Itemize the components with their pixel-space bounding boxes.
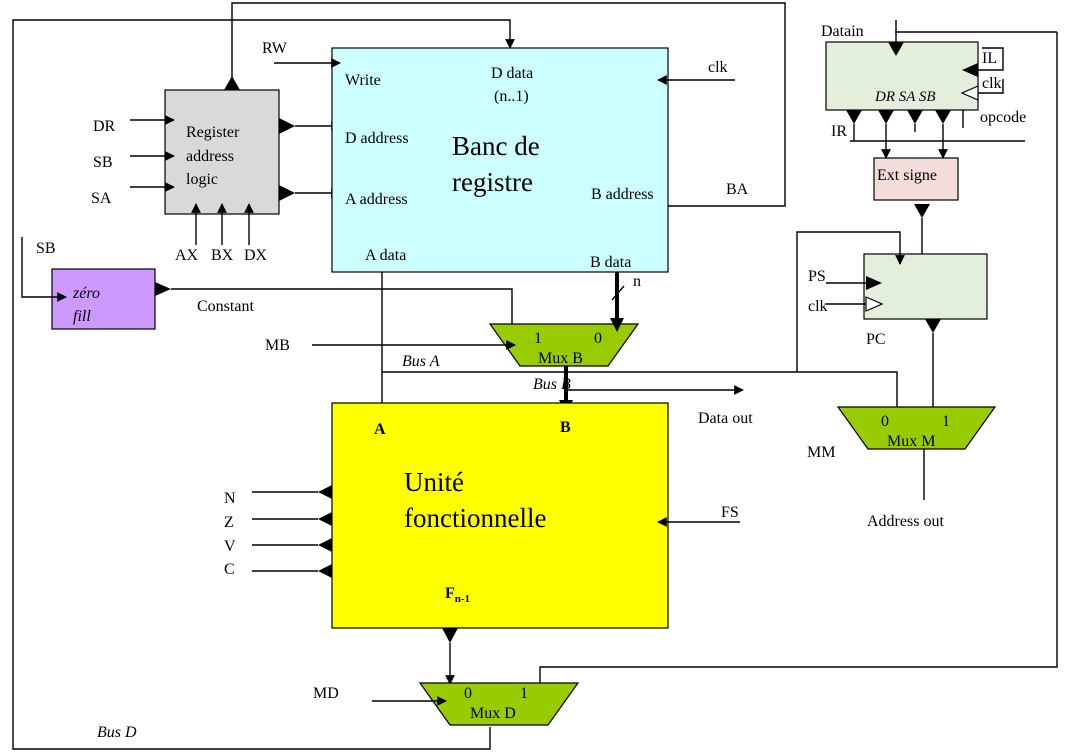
pc-label: PC — [866, 331, 886, 348]
address-out-label: Address out — [867, 513, 944, 530]
b-data-port-label: B data — [590, 254, 631, 271]
ir-clk-wire — [978, 79, 1004, 94]
ps-arrow-head — [866, 276, 882, 290]
address-logic-outputs — [279, 118, 341, 201]
mux-d-shape — [418, 682, 580, 726]
address-logic-label-1: Register — [186, 124, 240, 141]
mux-b-in1: 1 — [534, 330, 542, 347]
ir-label: IR — [831, 123, 847, 140]
zero-fill-label-1: zéro — [72, 285, 100, 302]
instruction-register-box — [825, 41, 979, 111]
mux-d-in1: 1 — [520, 685, 528, 702]
il-label: IL — [982, 50, 997, 67]
write-port-label: Write — [345, 72, 381, 89]
flag-n-label: N — [224, 490, 236, 507]
bus-d-wires — [12, 19, 1058, 750]
mux-m-in0: 0 — [881, 413, 889, 430]
bus-a-wire — [377, 272, 902, 417]
register-address-logic-box — [164, 89, 280, 215]
il-arrow-head — [962, 63, 978, 77]
constant-wire — [171, 288, 517, 337]
ext-sign-output-arrow — [914, 204, 930, 218]
function-unit-in-b: B — [560, 419, 571, 436]
mux-b-in0: 0 — [594, 330, 602, 347]
il-wire — [978, 47, 1004, 71]
register-file-control-wires — [274, 58, 735, 85]
datain-label: Datain — [821, 23, 864, 40]
clk-regfile-label: clk — [708, 59, 728, 76]
datain-arrow-head — [888, 42, 904, 56]
a-data-port-label: A data — [365, 247, 406, 264]
d-data-range-label: (n..1) — [494, 88, 529, 105]
fs-select-label: FS — [721, 504, 739, 521]
b-data-width-label: n — [633, 273, 641, 290]
ir-output-arrows — [846, 110, 951, 159]
data-out-label: Data out — [698, 410, 753, 427]
mux-d-label: Mux D — [470, 705, 516, 722]
mux-m-shape — [836, 406, 997, 450]
bus-a-to-pc-wire — [796, 231, 905, 372]
bx-input-label: BX — [211, 247, 234, 264]
mb-select-label: MB — [265, 337, 290, 354]
ir-clk-label: clk — [982, 75, 1002, 92]
flag-z-label: Z — [224, 514, 234, 531]
sb-input-label: SB — [93, 154, 113, 171]
sb-to-zero-fill-wire — [21, 237, 67, 302]
function-unit-in-a: A — [374, 421, 386, 438]
mux-m-in1: 1 — [942, 413, 950, 430]
zero-fill-box — [51, 268, 156, 330]
mux-b-shape — [488, 323, 640, 367]
flag-c-label: C — [224, 561, 235, 578]
register-file-title-2: registre — [452, 167, 533, 197]
dx-input-label: DX — [244, 247, 268, 264]
d-address-port-label: D address — [345, 130, 409, 147]
pc-box — [863, 253, 988, 320]
address-logic-inputs — [130, 115, 254, 245]
constant-label: Constant — [197, 298, 254, 315]
bus-d-label: Bus D — [97, 724, 137, 741]
ba-signal-label: BA — [726, 181, 749, 198]
register-file-box — [331, 47, 669, 273]
pc-output-arrow — [925, 319, 941, 333]
flag-v-label: V — [224, 538, 236, 555]
ax-input-label: AX — [175, 247, 199, 264]
zero-fill-output-arrow — [155, 282, 171, 296]
ps-label: PS — [808, 268, 826, 285]
fu-output-wire — [442, 628, 458, 685]
ir-fields-label: DR SA SB — [874, 89, 936, 105]
bus-b-label: Bus B — [533, 376, 571, 393]
status-flags — [252, 485, 332, 578]
ext-sign-box — [873, 157, 959, 201]
mux-b-label: Mux B — [538, 350, 583, 367]
zero-fill-sb-label: SB — [36, 240, 56, 257]
mm-select-label: MM — [807, 444, 835, 461]
mux-m-label: Mux M — [887, 433, 935, 450]
register-file-title-1: Banc de — [452, 131, 540, 161]
b-address-port-label: B address — [591, 186, 654, 203]
address-logic-label-3: logic — [186, 171, 218, 188]
function-unit-title-1: Unité — [404, 467, 464, 497]
d-data-port-label: D data — [491, 65, 533, 82]
dr-input-label: DR — [93, 118, 116, 135]
a-address-port-label: A address — [345, 191, 408, 208]
sa-input-label: SA — [91, 190, 112, 207]
address-logic-top-arrow — [224, 76, 240, 90]
bus-a-label: Bus A — [402, 353, 440, 370]
function-unit-output-label: Fn-1 — [445, 585, 470, 605]
rw-signal-label: RW — [262, 40, 288, 57]
ba-wire — [231, 2, 786, 211]
pc-clk-label: clk — [808, 298, 828, 315]
ext-sign-label: Ext signe — [877, 167, 937, 184]
mux-d-in0: 0 — [464, 685, 472, 702]
function-unit-title-2: fonctionnelle — [404, 503, 546, 533]
md-select-label: MD — [313, 685, 339, 702]
function-unit-box — [331, 402, 669, 629]
zero-fill-label-2: fill — [73, 308, 91, 325]
opcode-label: opcode — [980, 109, 1026, 126]
b-data-bus — [610, 272, 625, 332]
address-logic-label-2: address — [186, 148, 234, 165]
